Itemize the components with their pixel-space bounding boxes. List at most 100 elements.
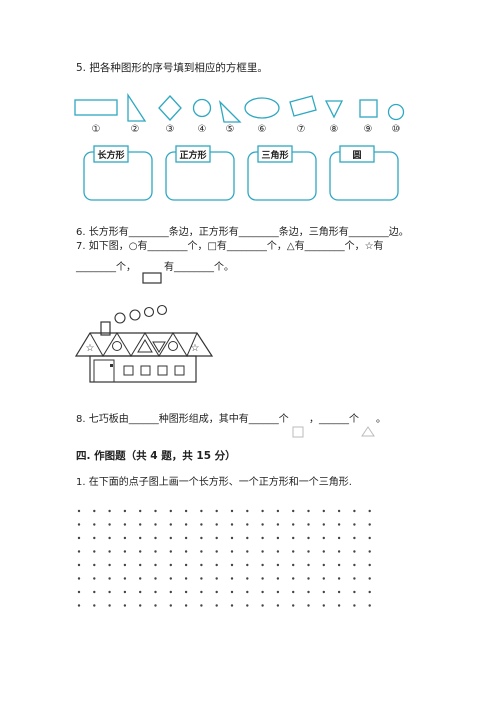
shape-diamond-icon — [158, 95, 182, 121]
grid-dot — [123, 604, 127, 607]
grid-dot — [276, 550, 280, 553]
shape-number-3: ③ — [165, 124, 175, 135]
grid-dot — [353, 563, 356, 567]
answer-box-triangle — [247, 145, 317, 201]
grid-dot — [246, 523, 249, 526]
grid-dot — [246, 550, 249, 553]
grid-dot — [368, 577, 371, 580]
grid-dot — [292, 577, 295, 580]
q8-part3: 。 — [376, 414, 386, 425]
grid-dot — [307, 590, 310, 594]
q7-line2b: 有________个。 — [164, 262, 234, 273]
grid-dot — [353, 590, 356, 594]
grid-dot — [93, 590, 96, 594]
grid-dot — [322, 509, 325, 513]
shape-triangle-icon — [218, 100, 242, 123]
grid-dot — [108, 523, 111, 526]
grid-dot — [307, 563, 310, 567]
grid-dot — [322, 523, 325, 526]
grid-dot — [169, 536, 172, 540]
shape-parallelogram-icon — [289, 95, 317, 117]
shape-right-triangle-icon — [127, 92, 147, 122]
grid-dot — [154, 577, 157, 580]
grid-dot — [230, 536, 234, 540]
grid-dot — [215, 590, 218, 594]
grid-dot — [77, 590, 81, 594]
grid-dot — [307, 523, 310, 526]
grid-dot — [292, 509, 295, 513]
grid-dot — [215, 604, 218, 607]
roof — [74, 332, 214, 357]
grid-dot — [322, 536, 325, 540]
grid-dot — [215, 550, 218, 553]
box-label-square: 正方形 — [179, 151, 207, 161]
grid-dot — [276, 536, 280, 540]
shape-number-1: ① — [91, 124, 101, 135]
grid-dot — [184, 563, 188, 567]
grid-dot — [337, 604, 341, 607]
star-icon: ☆ — [86, 343, 95, 354]
grid-dot — [154, 563, 157, 567]
grid-dot — [230, 590, 234, 594]
square-icon — [292, 426, 304, 438]
grid-dot — [184, 590, 188, 594]
grid-dot — [200, 590, 203, 594]
grid-dot — [337, 509, 341, 513]
star-icon: ☆ — [191, 343, 200, 354]
grid-dot — [246, 536, 249, 540]
grid-dot — [139, 550, 142, 553]
grid-dot — [154, 523, 157, 526]
grid-dot — [368, 509, 371, 513]
triangle-icon — [152, 341, 166, 353]
grid-dot — [200, 536, 203, 540]
grid-dot — [154, 509, 157, 513]
door-knob — [110, 364, 113, 367]
grid-dot — [215, 523, 218, 526]
grid-dot — [139, 536, 142, 540]
grid-dot — [215, 563, 218, 567]
grid-dot — [154, 550, 157, 553]
grid-dot — [93, 577, 96, 580]
grid-dot — [139, 563, 142, 567]
grid-dot — [353, 509, 356, 513]
grid-dot — [292, 550, 295, 553]
grid-dot — [368, 536, 371, 540]
q8-part1: 8. 七巧板由______种图形组成，其中有______个 — [76, 414, 289, 425]
grid-dot — [123, 590, 127, 594]
grid-dot — [276, 590, 280, 594]
grid-dot — [230, 509, 234, 513]
grid-dot — [93, 523, 96, 526]
grid-dot — [139, 577, 142, 580]
grid-dot — [123, 536, 127, 540]
circle-icon — [112, 341, 122, 351]
grid-dot — [353, 523, 356, 526]
grid-dot — [93, 536, 96, 540]
grid-dot — [154, 590, 157, 594]
grid-dot — [169, 577, 172, 580]
grid-dot — [200, 523, 203, 526]
s4q1-text: 1. 在下面的点子图上画一个长方形、一个正方形和一个三角形. — [76, 477, 352, 488]
grid-dot — [169, 590, 172, 594]
grid-dot — [368, 590, 371, 594]
smoke-circle-icon — [156, 304, 168, 316]
q6-text: 6. 长方形有________条边，正方形有________条边，三角形有___… — [76, 227, 409, 238]
grid-dot — [337, 563, 341, 567]
grid-dot — [200, 550, 203, 553]
smoke-circle-icon — [143, 306, 155, 318]
circle-icon — [168, 341, 178, 351]
grid-dot — [322, 590, 325, 594]
dot-grid[interactable] — [0, 500, 500, 620]
grid-dot — [230, 604, 234, 607]
q8-part2: ，______个 — [309, 414, 359, 425]
grid-dot — [215, 536, 218, 540]
grid-dot — [139, 590, 142, 594]
grid-dot — [353, 536, 356, 540]
window-square-icon — [140, 365, 151, 376]
door — [93, 359, 115, 383]
grid-dot — [276, 577, 280, 580]
grid-dot — [337, 577, 341, 580]
grid-dot — [322, 577, 325, 580]
grid-dot — [261, 563, 264, 567]
grid-dot — [307, 509, 310, 513]
grid-dot — [261, 509, 264, 513]
